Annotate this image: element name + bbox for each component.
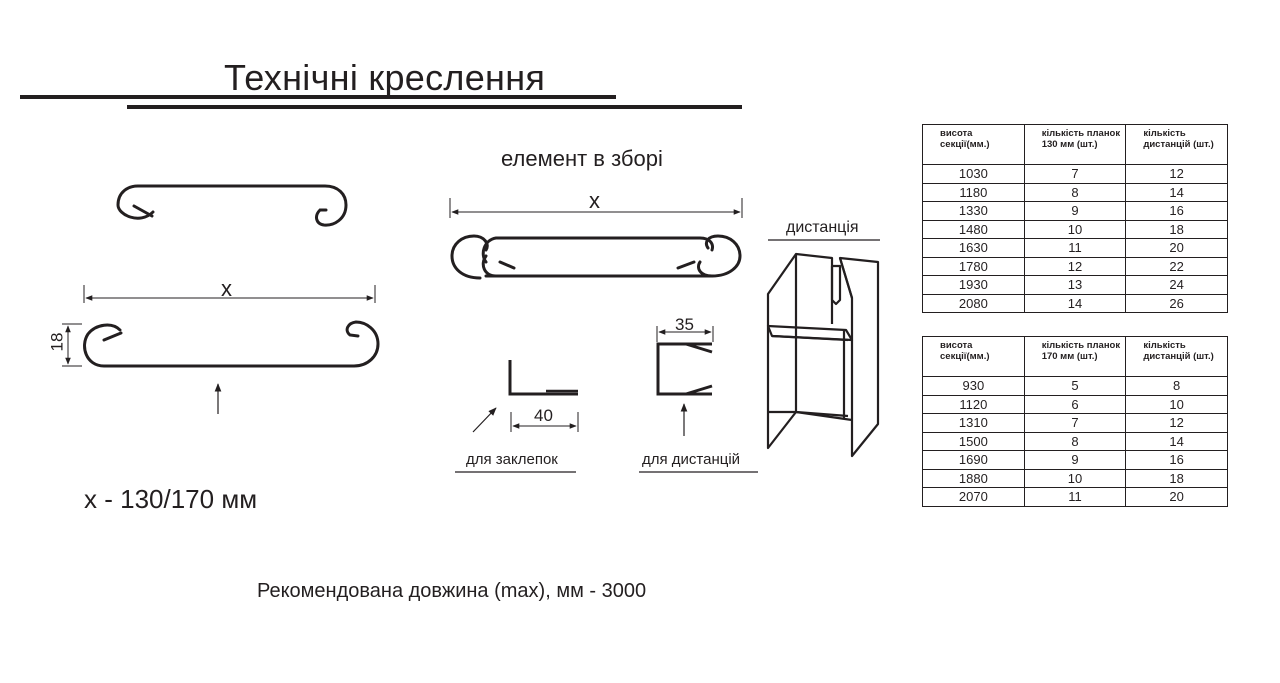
column-header-slats: кількість планок 130 мм (шт.) — [1023, 124, 1127, 165]
table-cell: 18 — [1125, 468, 1228, 488]
table-cell: 1880 — [922, 468, 1025, 488]
table-cell: 1630 — [922, 238, 1025, 258]
table-cell: 14 — [1125, 182, 1228, 202]
dimension-line-40 — [510, 412, 579, 432]
spacer-caption: дистанція — [786, 219, 859, 236]
spacer-3d-element — [766, 252, 880, 458]
assembled-element — [450, 234, 742, 280]
table-cell: 22 — [1125, 256, 1228, 276]
column-header-height: висота секції(мм.) — [922, 336, 1025, 377]
table-cell: 11 — [1023, 487, 1127, 507]
table-cell: 26 — [1125, 293, 1228, 313]
table-cell: 6 — [1023, 394, 1127, 414]
dimension-line-height — [62, 323, 82, 367]
table-cell: 12 — [1023, 256, 1127, 276]
profile-top-view — [116, 184, 348, 227]
x-value-note: x - 130/170 мм — [84, 484, 258, 514]
table-cell: 20 — [1125, 238, 1228, 258]
table-cell: 1480 — [922, 219, 1025, 239]
spec-table-130: висота секції(мм.) кількість планок 130 … — [922, 124, 1228, 313]
table-cell: 9 — [1023, 450, 1127, 470]
table-cell: 7 — [1023, 164, 1127, 184]
column-header-spacers: кількість дистанцій (шт.) — [1125, 336, 1228, 377]
table-cell: 24 — [1125, 275, 1228, 295]
dimension-label-spacer-width: 35 — [675, 315, 694, 334]
table-cell: 10 — [1125, 394, 1228, 414]
table-cell: 12 — [1125, 164, 1228, 184]
dimension-label-x-top: x — [589, 188, 600, 213]
table-cell: 12 — [1125, 413, 1228, 433]
table-cell: 13 — [1023, 275, 1127, 295]
table-cell: 11 — [1023, 238, 1127, 258]
table-cell: 20 — [1125, 487, 1228, 507]
table-cell: 1030 — [922, 164, 1025, 184]
table-cell: 1120 — [922, 394, 1025, 414]
table-cell: 8 — [1125, 376, 1228, 396]
table-cell: 1780 — [922, 256, 1025, 276]
table-cell: 8 — [1023, 182, 1127, 202]
dimension-line-x-left — [83, 285, 376, 303]
recommended-length-note: Рекомендована довжина (max), мм - 3000 — [257, 580, 647, 602]
page-title: Технічні креслення — [224, 57, 546, 98]
table-cell: 14 — [1023, 293, 1127, 313]
table-cell: 18 — [1125, 219, 1228, 239]
table-cell: 1690 — [922, 450, 1025, 470]
rivet-profile-caption: для заклепок — [466, 451, 558, 468]
column-header-height: висота секції(мм.) — [922, 124, 1025, 165]
table-cell: 1310 — [922, 413, 1025, 433]
table-header-row: висота секції(мм.) кількість планок 130 … — [922, 124, 1228, 165]
table-cell: 930 — [922, 376, 1025, 396]
dimension-line-35 — [656, 326, 714, 342]
table-cell: 1930 — [922, 275, 1025, 295]
table-header-row: висота секції(мм.) кількість планок 170 … — [922, 336, 1228, 377]
spacer-profile — [656, 342, 713, 396]
table-cell: 9 — [1023, 201, 1127, 221]
table-cell: 2080 — [922, 293, 1025, 313]
table-cell: 5 — [1023, 376, 1127, 396]
dimension-label-x-left: x — [221, 276, 232, 301]
table-cell: 1330 — [922, 201, 1025, 221]
spec-table-170: висота секції(мм.) кількість планок 170 … — [922, 336, 1228, 507]
spacer-profile-caption: для дистанцій — [642, 451, 741, 468]
table-cell: 7 — [1023, 413, 1127, 433]
table-cell: 16 — [1125, 201, 1228, 221]
assembled-element-title: елемент в зборі — [501, 146, 663, 171]
profile-main — [83, 320, 380, 368]
table-cell: 8 — [1023, 431, 1127, 451]
rivet-profile-arrow — [472, 407, 497, 433]
column-header-spacers: кількість дистанцій (шт.) — [1125, 124, 1228, 165]
dimension-line-x-top — [449, 198, 743, 218]
table-cell: 16 — [1125, 450, 1228, 470]
dimension-label-height: 18 — [47, 332, 67, 352]
table-cell: 1180 — [922, 182, 1025, 202]
column-header-slats: кількість планок 170 мм (шт.) — [1023, 336, 1127, 377]
table-cell: 14 — [1125, 431, 1228, 451]
rivet-profile — [508, 360, 578, 396]
dimension-label-rivet-width: 40 — [534, 406, 553, 425]
table-cell: 2070 — [922, 487, 1025, 507]
table-cell: 1500 — [922, 431, 1025, 451]
table-cell: 10 — [1023, 468, 1127, 488]
table-cell: 10 — [1023, 219, 1127, 239]
